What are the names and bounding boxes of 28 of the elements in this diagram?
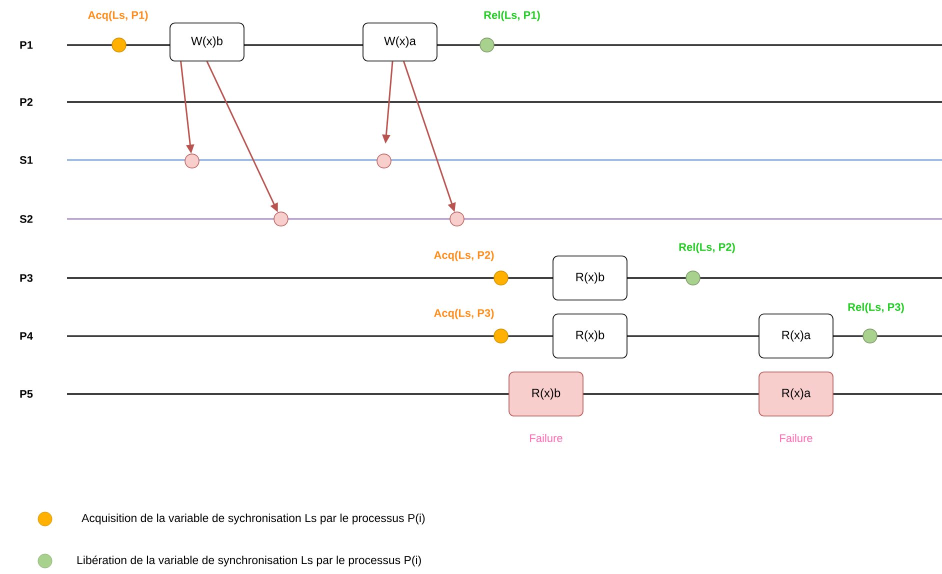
process-label: P3 [20,274,33,282]
event-label: Acq(Ls, P3) [434,308,494,320]
operation-box: R(x)a [758,314,834,358]
failed-operation-box: R(x)b [508,372,584,416]
update-dot [450,212,464,226]
event-label: Acq(Ls, P2) [434,250,494,262]
process-label: P4 [20,332,33,340]
event-label: Rel(Ls, P3) [848,302,904,314]
legend-text: Acquisition de la variable de sychronisation Ls par le processus P(i) [82,514,425,524]
operation-box: W(x)a [362,22,438,62]
operation-box: R(x)b [552,256,628,300]
update-dot [376,154,392,168]
process-label: S1 [20,156,33,164]
event-label: Acq(Ls, P1) [88,10,148,22]
update-dot [184,154,200,168]
failure-label: Failure [780,434,812,442]
process-label: P1 [20,41,33,49]
event-label: Rel(Ls, P2) [679,242,735,254]
process-label: S2 [20,215,33,223]
failed-operation-box: R(x)a [758,372,834,416]
operation-box: R(x)b [552,314,628,358]
legend-text: Libération de la variable de synchronisation Ls par le processus P(i) [77,556,421,566]
process-label: P2 [20,98,33,106]
update-dot [274,212,288,226]
operation-box: W(x)b [170,22,244,62]
failure-label: Failure [530,434,562,442]
process-label: P5 [20,390,33,398]
event-label: Rel(Ls, P1) [484,10,540,22]
